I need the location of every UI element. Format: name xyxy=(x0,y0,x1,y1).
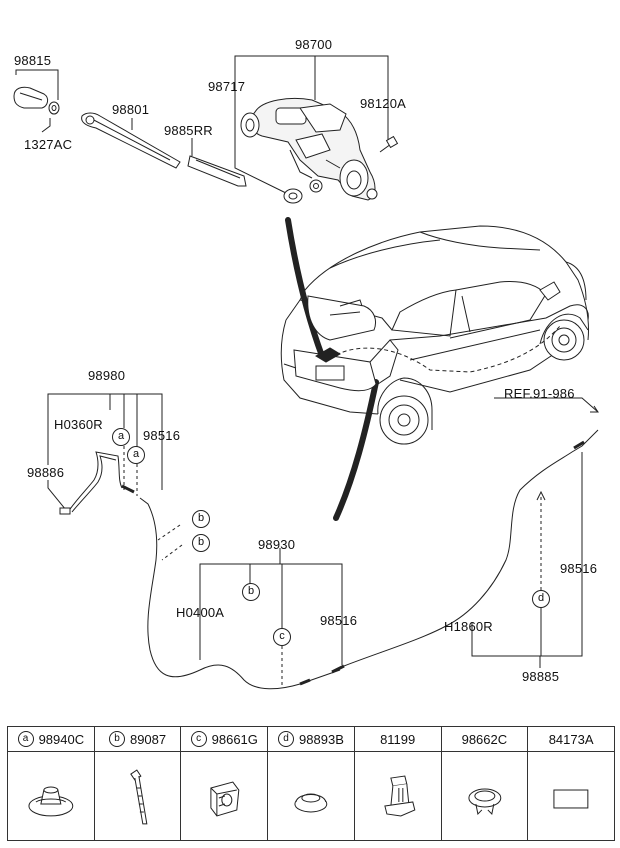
hose-H0360R xyxy=(59,451,135,515)
leader-98700-bracket xyxy=(234,55,389,130)
label-H0360R: H0360R xyxy=(54,417,103,432)
label-98717: 98717 xyxy=(208,79,246,94)
label-98700: 98700 xyxy=(295,37,333,52)
legend-part-84173A: 84173A xyxy=(548,731,594,747)
label-98885: 98885 xyxy=(522,669,560,684)
leader-98886 xyxy=(47,480,67,511)
wiper-arm-98801 xyxy=(81,112,181,169)
label-98815: 98815 xyxy=(14,53,52,68)
label-H0400A: H0400A xyxy=(176,605,225,620)
dashed-callout-a xyxy=(123,446,138,496)
wiper-motor-illustration xyxy=(240,98,378,201)
label-1327AC: 1327AC xyxy=(24,137,73,152)
callout-b-upper: b xyxy=(192,510,210,528)
ref-arrowhead xyxy=(590,405,599,413)
wiper-cap-98815 xyxy=(13,86,49,109)
legend-cell-81199: 81199 xyxy=(353,726,442,752)
leader-98815 xyxy=(15,69,59,100)
callout-a-lower: a xyxy=(127,446,145,464)
leader-98885-bracket xyxy=(471,452,583,657)
part-98662C-icon xyxy=(467,788,501,815)
ref-arrow-line xyxy=(494,397,599,413)
legend-part-81199: 81199 xyxy=(380,731,416,747)
legend-circle-d: d xyxy=(278,731,295,747)
label-H1860R: H1860R xyxy=(444,619,493,634)
label-98980: 98980 xyxy=(88,368,126,383)
label-98801: 98801 xyxy=(112,102,150,117)
label-98516-middle: 98516 xyxy=(320,613,358,628)
label-98516-left: 98516 xyxy=(143,428,181,443)
label-98886: 98886 xyxy=(27,465,65,480)
callout-a-upper: a xyxy=(112,428,130,446)
part-98893B-icon xyxy=(294,793,328,813)
leader-98717 xyxy=(234,95,291,196)
label-98120A: 98120A xyxy=(360,96,407,111)
label-98516-right: 98516 xyxy=(560,561,598,576)
legend-circle-a: a xyxy=(17,731,34,747)
hose-left-long xyxy=(139,497,341,690)
legend-part-98893B: 98893B xyxy=(299,731,344,747)
callout-b-lower: b xyxy=(192,534,210,552)
label-98930: 98930 xyxy=(258,537,296,552)
wiper-blade-9885RR xyxy=(187,155,247,187)
bolt-98120A xyxy=(379,135,399,153)
callout-b-middle: b xyxy=(242,583,260,601)
leader-98930-bracket xyxy=(199,563,343,665)
callout-d: d xyxy=(532,590,550,608)
part-98661G-icon xyxy=(210,781,240,817)
leader-98980-bracket xyxy=(47,393,163,490)
nut-1327AC xyxy=(48,101,60,115)
dashed-callout-d-head xyxy=(536,490,546,501)
legend-circle-c: c xyxy=(190,731,207,747)
legend-cell-98662C: 98662C xyxy=(440,726,529,752)
part-84173A-icon xyxy=(553,789,589,809)
legend-part-98661G: 98661G xyxy=(211,731,258,747)
hose-H1860R xyxy=(343,429,599,667)
legend-part-89087: 89087 xyxy=(129,731,167,747)
label-9885RR: 9885RR xyxy=(164,123,213,138)
legend-part-98662C: 98662C xyxy=(461,731,508,747)
part-81199-icon xyxy=(384,775,416,817)
leader-1327AC xyxy=(41,118,51,133)
legend-picture-row xyxy=(7,751,615,841)
dashed-callout-b1 xyxy=(157,524,181,541)
part-89087-icon xyxy=(129,769,148,825)
legend-part-98940C: 98940C xyxy=(38,731,85,747)
dashed-callout-b2 xyxy=(161,544,183,561)
part-98940C-icon xyxy=(28,786,74,817)
legend-cell-84173A: 84173A xyxy=(527,726,615,752)
label-ref-91-986: REF.91-986 xyxy=(504,386,575,401)
legend-circle-b: b xyxy=(108,731,125,747)
car-illustration xyxy=(280,225,589,445)
pointer-arrow-washer xyxy=(333,379,379,521)
callout-c: c xyxy=(273,628,291,646)
pointer-arrow-motor xyxy=(285,217,325,359)
